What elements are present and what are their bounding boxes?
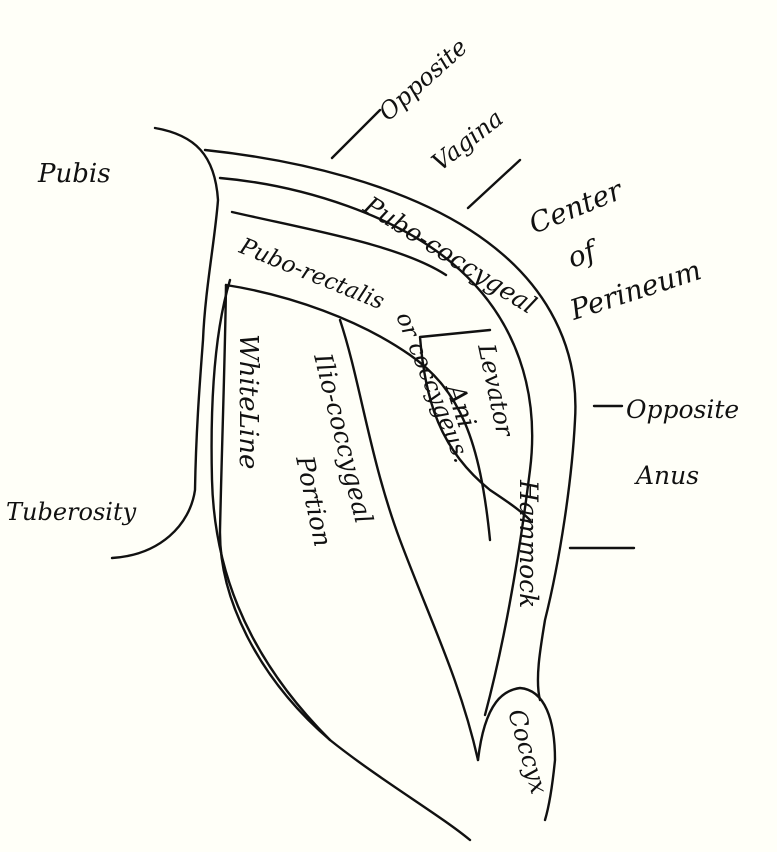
pubo-coccygeal-label: Pubo-coccygeal: [358, 190, 542, 320]
center-perineum-pointer: [468, 160, 520, 208]
center-perineum-label-2: of: [563, 233, 604, 275]
levator-label: Levator: [472, 340, 519, 440]
opposite-vagina-label-2: Vagina: [426, 104, 508, 177]
white-line-label: WhiteLine: [233, 334, 263, 469]
opposite-vagina-label-1: Opposite: [373, 33, 473, 127]
tuberosity-label: Tuberosity: [6, 498, 137, 526]
pubis-label: Pubis: [37, 159, 111, 189]
coccyx-label: Coccyx: [502, 706, 553, 798]
pubis-tuberosity-outline: [112, 128, 218, 558]
center-perineum-label-1: Center: [524, 173, 628, 241]
pubo-rectalis-label: Pubo-rectalis: [235, 233, 388, 315]
opposite-anus-label-1: Opposite: [626, 395, 739, 424]
opposite-anus-label-2: Anus: [634, 461, 699, 490]
hammock-label: Hammock: [514, 479, 543, 608]
opposite-vagina-pointer: [332, 110, 380, 158]
portion-label: Portion: [290, 452, 338, 549]
